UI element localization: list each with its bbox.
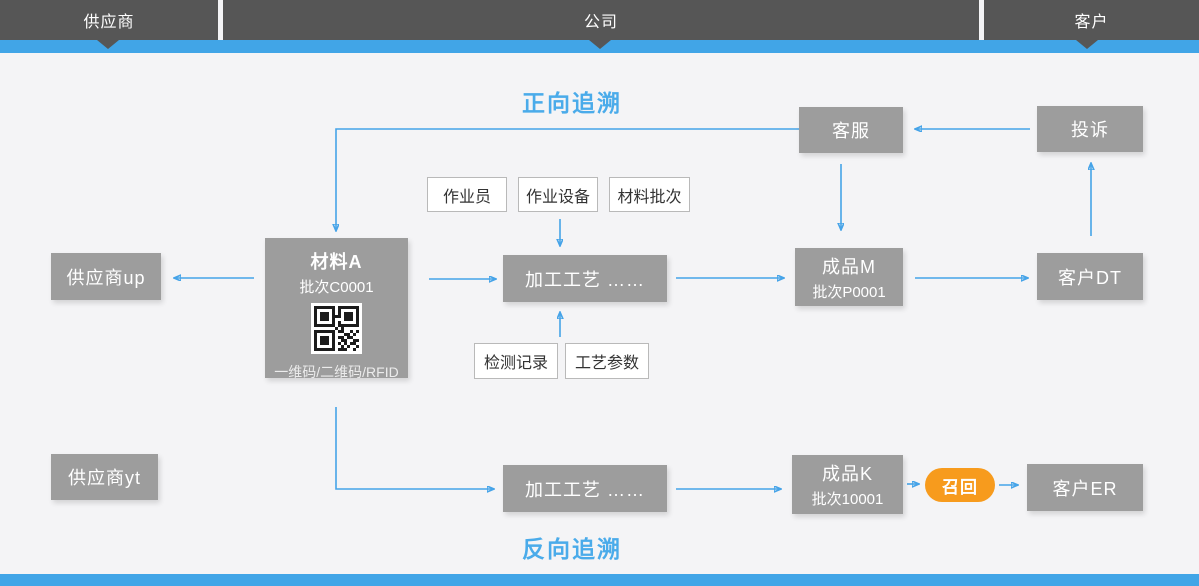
- node-process-top-label: 加工工艺 ……: [524, 269, 645, 290]
- tag-equipment-label: 作业设备: [525, 188, 590, 206]
- recall-badge-label: 召回: [942, 477, 978, 497]
- header-zone-company-label: 公司: [583, 14, 618, 31]
- tag-process-params: 工艺参数: [565, 343, 649, 379]
- header-zone-company: 公司: [223, 0, 979, 40]
- product-m-batch: 批次P0001: [812, 283, 886, 301]
- node-product-k: 成品K 批次10001: [792, 455, 903, 514]
- material-a-name: 材料A: [310, 252, 363, 272]
- material-a-code-types: 一维码/二维码/RFID: [274, 364, 399, 380]
- node-customer-er-label: 客户ER: [1052, 478, 1118, 499]
- node-process-bottom: 加工工艺 ……: [503, 465, 667, 512]
- backward-trace-title: 反向追溯: [522, 536, 622, 562]
- tag-material-batch: 材料批次: [609, 177, 690, 212]
- tag-operator-label: 作业员: [442, 188, 491, 206]
- bottom-accent-bar: [0, 574, 1199, 586]
- tag-operator: 作业员: [427, 177, 507, 212]
- node-customer-er: 客户ER: [1027, 464, 1143, 511]
- node-complaint: 投诉: [1037, 106, 1143, 152]
- node-customer-dt: 客户DT: [1037, 253, 1143, 300]
- node-customer-service: 客服: [799, 107, 903, 153]
- header-pointer-supplier: [97, 40, 119, 49]
- recall-badge: 召回: [925, 468, 995, 502]
- product-k-name: 成品K: [821, 464, 873, 484]
- header-pointer-company: [589, 40, 611, 49]
- forward-trace-title: 正向追溯: [522, 90, 622, 116]
- node-product-m: 成品M 批次P0001: [795, 248, 903, 306]
- node-material-a: 材料A 批次C0001 一维码/二维码/RFID: [265, 238, 408, 380]
- header-zone-customer-label: 客户: [1074, 14, 1109, 31]
- tag-material-batch-label: 材料批次: [617, 188, 682, 206]
- material-a-batch: 批次C0001: [299, 279, 374, 296]
- tag-process-params-label: 工艺参数: [574, 355, 639, 372]
- qr-code-icon: [311, 303, 362, 354]
- header-pointer-customer: [1076, 40, 1098, 49]
- header-zone-customer: 客户: [984, 0, 1199, 40]
- node-supplier-up-label: 供应商up: [66, 267, 146, 288]
- node-supplier-up: 供应商up: [51, 253, 161, 300]
- tag-inspection-record: 检测记录: [474, 343, 558, 379]
- tag-inspection-record-label: 检测记录: [483, 355, 548, 372]
- node-supplier-yt-label: 供应商yt: [67, 468, 141, 488]
- header-zone-supplier: 供应商: [0, 0, 218, 40]
- node-customer-dt-label: 客户DT: [1058, 267, 1122, 288]
- header-zone-supplier-label: 供应商: [83, 14, 135, 31]
- node-process-bottom-label: 加工工艺 ……: [524, 479, 645, 500]
- node-complaint-label: 投诉: [1071, 120, 1109, 140]
- product-k-batch: 批次10001: [811, 491, 884, 508]
- node-supplier-yt: 供应商yt: [51, 454, 158, 500]
- node-process-top: 加工工艺 ……: [503, 255, 667, 302]
- edge-material-a-to-process-bottom: [335, 407, 492, 489]
- product-m-name: 成品M: [822, 256, 876, 277]
- tag-equipment: 作业设备: [518, 177, 598, 212]
- node-customer-service-label: 客服: [832, 121, 870, 141]
